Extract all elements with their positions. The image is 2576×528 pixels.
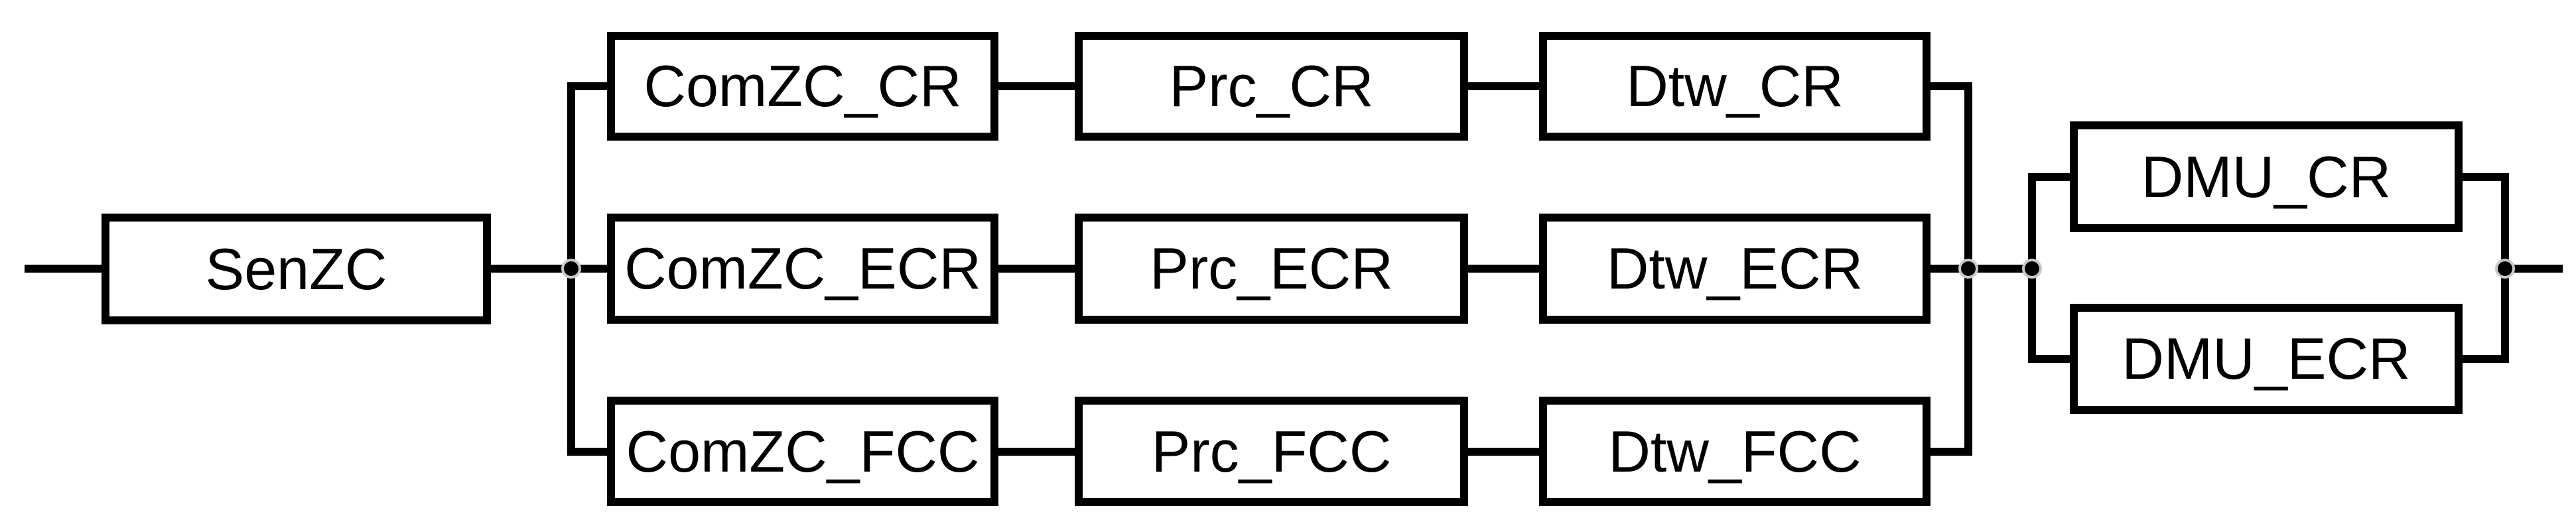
block-prc-fcc: Prc_FCC: [1075, 397, 1468, 506]
block-senzc: SenZC: [102, 214, 491, 324]
input-line: [25, 265, 102, 273]
block-comzc-ecr: ComZC_ECR: [607, 214, 998, 324]
connector-prc-fcc-to-dtw-fcc: [1468, 448, 1539, 456]
block-dtw-ecr: Dtw_ECR: [1539, 214, 1931, 324]
connector-prc-cr-to-dtw-cr: [1468, 82, 1539, 90]
block-dtw-cr: Dtw_CR: [1539, 32, 1931, 141]
block-comzc-cr: ComZC_CR: [607, 32, 998, 141]
connector-branch-to-comzc-fcc: [567, 448, 607, 456]
connector-comzc-fcc-to-prc-fcc: [998, 448, 1075, 456]
junction-dot-dmu-distributor: [2022, 259, 2042, 279]
connector-branch-to-comzc-cr: [567, 82, 607, 90]
block-dmu-cr: DMU_CR: [2070, 121, 2463, 232]
output-line: [2501, 265, 2563, 273]
connector-senzc-to-branch: [491, 265, 607, 273]
block-dmu-ecr: DMU_ECR: [2070, 304, 2463, 414]
junction-dot-branch: [561, 259, 581, 279]
block-prc-cr: Prc_CR: [1075, 32, 1468, 141]
block-comzc-fcc: ComZC_FCC: [607, 397, 998, 506]
connector-dtw-fcc-to-collector: [1931, 448, 1972, 456]
connector-dmu-ecr-to-output: [2463, 355, 2509, 363]
junction-dot-output: [2495, 259, 2515, 279]
connector-prc-ecr-to-dtw-ecr: [1468, 265, 1539, 273]
block-prc-ecr: Prc_ECR: [1075, 214, 1468, 324]
connector-to-dmu-cr: [2028, 173, 2070, 181]
connector-collector-to-dmu: [1964, 265, 2036, 273]
connector-to-dmu-ecr: [2028, 355, 2070, 363]
junction-dot-collector: [1958, 259, 1978, 279]
block-dtw-fcc: Dtw_FCC: [1539, 397, 1931, 506]
connector-comzc-ecr-to-prc-ecr: [998, 265, 1075, 273]
connector-dmu-cr-to-output: [2463, 173, 2509, 181]
connector-dtw-cr-to-collector: [1931, 82, 1972, 90]
connector-comzc-cr-to-prc-cr: [998, 82, 1075, 90]
